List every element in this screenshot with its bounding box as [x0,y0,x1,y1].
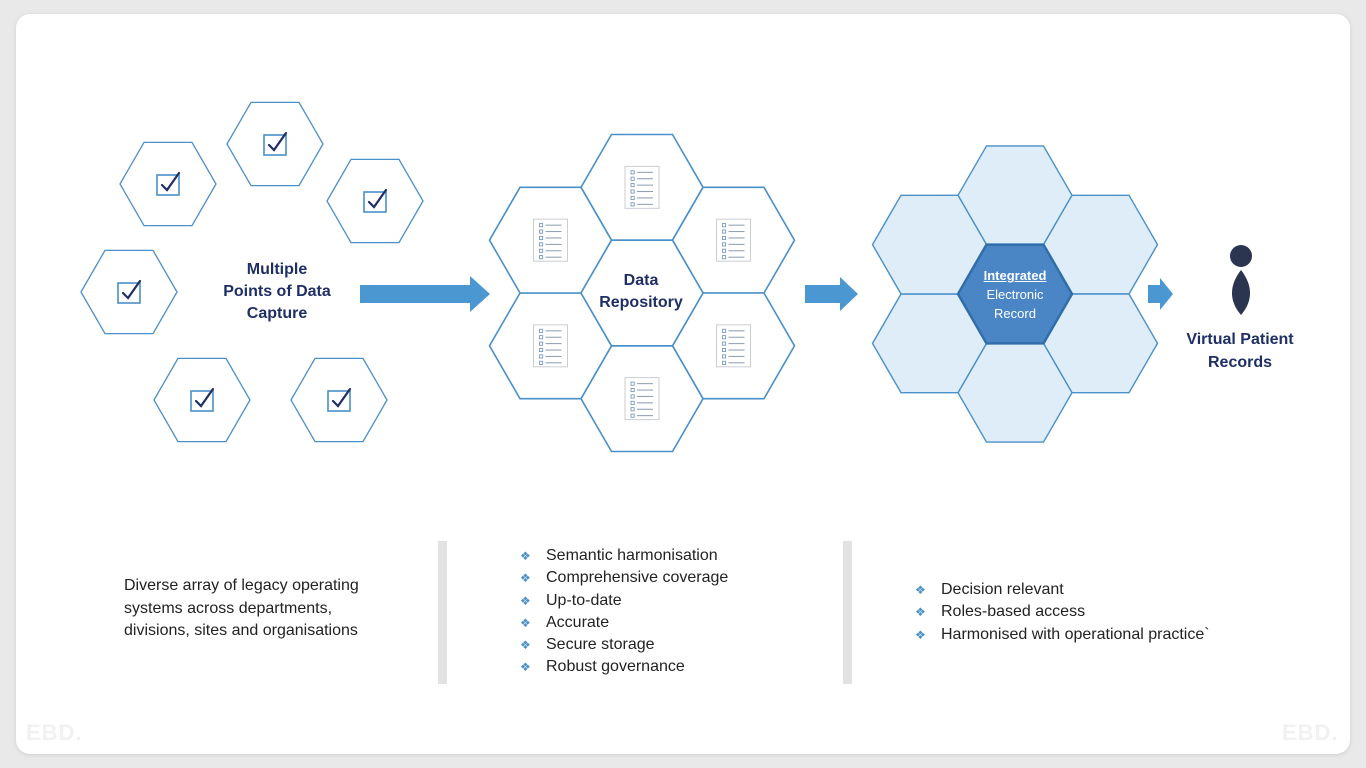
checkbox-icon [190,387,215,412]
integrated-title-line3: Record [994,306,1036,321]
arrow-repository-to-record [805,277,858,311]
diamond-bullet-icon: ❖ [520,549,531,563]
watermark-left: EBD. [26,720,83,745]
repository-bullet-item: ❖ Semantic harmonisation [518,545,728,567]
capture-hexagon [290,357,388,443]
document-list-icon [624,165,660,209]
repository-bullet-item: ❖ Comprehensive coverage [518,567,728,589]
diamond-bullet-icon: ❖ [915,605,926,620]
record-bullet-item: ❖ Decision relevant [913,579,1210,601]
repository-bullet-item: ❖ Secure storage [518,634,728,656]
checkbox-icon [117,279,142,304]
integrated-record-title: Integrated Electronic Record [962,266,1068,323]
diamond-bullet-icon: ❖ [915,627,926,642]
repository-honeycomb [488,133,796,453]
record-bullet-item: ❖ Roles-based access [913,601,1210,623]
capture-hexagon [80,249,178,335]
document-list-icon [624,377,660,421]
diamond-bullet-icon: ❖ [520,571,531,586]
document-list-icon [716,324,751,368]
checkbox-icon [327,387,352,412]
document-list-icon [716,218,751,262]
record-bullet-item: ❖ Harmonised with operational practice` [913,624,1210,646]
capture-title: Multiple Points of Data Capture [223,261,331,322]
diamond-bullet-icon: ❖ [520,593,531,608]
column-divider-left [438,541,447,684]
document-list-icon [533,218,568,262]
person-icon [1230,245,1252,315]
repository-bullet-text: Semantic harmonisation [546,547,718,564]
repository-bullet-item: ❖ Robust governance [518,656,728,678]
virtual-patient-title: Virtual Patient Records [1186,331,1294,371]
capture-hexagon [326,158,424,244]
capture-description: Diverse array of legacy operating system… [124,577,359,639]
watermark-right: EBD. [1282,720,1339,745]
capture-hexagon [119,141,217,227]
person-body [1231,270,1251,315]
record-bullet-text: Roles-based access [941,603,1086,621]
capture-hexagons [80,101,424,443]
repository-bullet-text: Secure storage [546,636,655,654]
record-bullet-list: ❖ Decision relevant ❖ Roles-based access ❖ Ha… [913,579,1210,646]
repository-bullet-item: ❖ Up-to-date [518,590,728,612]
repository-bullet-text: Robust governance [546,658,685,676]
checkbox-icon [363,188,388,213]
arrow-capture-to-repository [360,276,490,312]
integrated-record-honeycomb [871,145,1159,443]
repository-title: Data Repository [599,272,683,311]
record-bullet-text: Harmonised with operational practice` [941,625,1210,643]
repository-bullet-text: Comprehensive coverage [546,569,729,587]
checkbox-icon [156,171,181,196]
arrow-record-to-patient [1148,278,1173,310]
diamond-bullet-icon: ❖ [520,615,531,630]
integrated-title-line1: Integrated [983,268,1047,283]
repository-bullet-text: Accurate [546,613,610,631]
column-divider-right [843,541,852,684]
repository-bullet-list: ❖ Semantic harmonisation ❖ Comprehensive co… [518,545,728,679]
repository-bullet-item: ❖ Accurate [518,612,728,634]
document-list-icon [533,324,568,368]
record-bullet-text: Decision relevant [941,581,1064,598]
diamond-bullet-icon: ❖ [520,660,531,675]
diamond-bullet-icon: ❖ [915,583,926,597]
record-center-hexagon [956,243,1074,345]
capture-hexagon [153,357,251,443]
capture-hexagon [226,101,324,187]
checkbox-icon [263,131,288,156]
repository-bullet-text: Up-to-date [546,591,622,609]
repository-center-hexagon [580,239,704,347]
person-head [1230,245,1252,267]
integrated-title-line2: Electronic [986,287,1044,302]
diamond-bullet-icon: ❖ [520,638,531,653]
